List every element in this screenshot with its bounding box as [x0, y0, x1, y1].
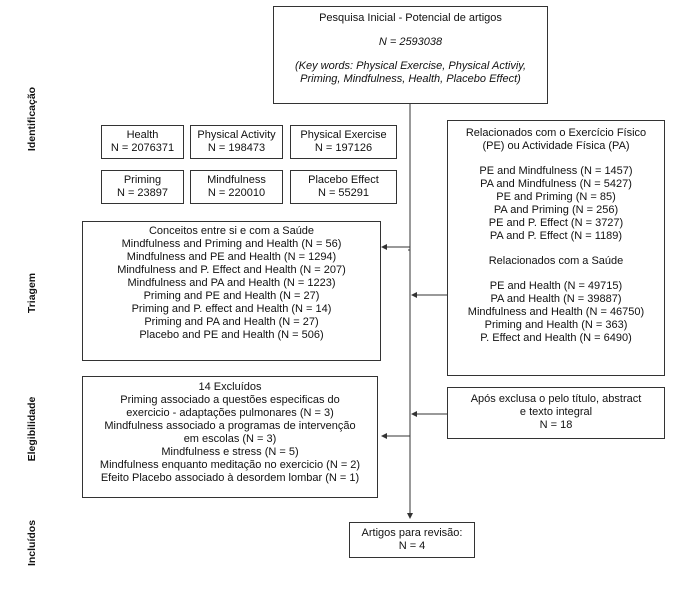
list-item: Mindfulness and Health (N = 46750): [467, 306, 645, 318]
list-item: em escolas (N = 3): [183, 433, 277, 445]
list-item: Mindfulness e stress (N = 5): [161, 446, 299, 458]
term-n: N = 23897: [116, 187, 169, 199]
initial-search-box: Pesquisa Inicial - Potencial de artigos …: [273, 6, 548, 104]
term-box-mindfulness: Mindfulness N = 220010: [190, 170, 283, 204]
included-box: Artigos para revisão: N = 4: [349, 522, 475, 558]
list-item: Placebo and PE and Health (N = 506): [139, 329, 324, 341]
list-item: PA and Priming (N = 256): [493, 204, 619, 216]
initial-search-keywords-1: (Key words: Physical Exercise, Physical …: [294, 60, 527, 72]
after-exclusion-box: Após exclusa o pelo título, abstract e t…: [447, 387, 665, 439]
term-box-physical-activity: Physical Activity N = 198473: [190, 125, 283, 159]
term-name: Mindfulness: [207, 174, 266, 186]
stage-identificacao: Identificação: [26, 86, 38, 152]
stage-elegibilidade: Elegibilidade: [26, 396, 38, 462]
list-item: PE and Priming (N = 85): [496, 191, 616, 203]
list-item: Mindfulness enquanto meditação no exerci…: [99, 459, 361, 471]
related-title-1: Relacionados com o Exercício Físico: [465, 127, 647, 139]
term-box-priming: Priming N = 23897: [101, 170, 184, 204]
term-name: Placebo Effect: [308, 174, 379, 186]
term-name: Health: [126, 129, 159, 141]
list-item: P. Effect and Health (N = 6490): [480, 332, 632, 344]
concepts-box: Conceitos entre si e com a Saúde Mindful…: [82, 221, 381, 361]
initial-search-n: N = 2593038: [378, 36, 443, 48]
term-box-placebo-effect: Placebo Effect N = 55291: [290, 170, 397, 204]
list-item: Efeito Placebo associado à desordem lomb…: [100, 472, 360, 484]
term-box-physical-exercise: Physical Exercise N = 197126: [290, 125, 397, 159]
after-exclusion-line-2: e texto integral: [519, 406, 593, 418]
term-name: Physical Activity: [197, 129, 276, 141]
list-item: Priming and P. effect and Health (N = 14…: [131, 303, 332, 315]
list-item: Mindfulness and P. Effect and Health (N …: [117, 264, 346, 276]
list-item: Priming and PA and Health (N = 27): [144, 316, 319, 328]
term-n: N = 220010: [207, 187, 266, 199]
term-box-health: Health N = 2076371: [101, 125, 184, 159]
after-exclusion-n: N = 18: [539, 419, 573, 431]
list-item: exercicio - adaptações pulmonares (N = 3…: [126, 407, 334, 419]
term-n: N = 198473: [207, 142, 266, 154]
list-item: Mindfulness and Priming and Health (N = …: [121, 238, 342, 250]
list-item: Priming and PE and Health (N = 27): [143, 290, 320, 302]
list-item: Mindfulness and PE and Health (N = 1294): [126, 251, 337, 263]
concepts-title: Conceitos entre si e com a Saúde: [148, 225, 315, 237]
stage-incluidos: Incluídos: [26, 519, 38, 567]
term-n: N = 197126: [314, 142, 373, 154]
related-health-title: Relacionados com a Saúde: [488, 255, 624, 267]
term-n: N = 2076371: [110, 142, 175, 154]
list-item: Mindfulness associado a programas de int…: [104, 420, 356, 432]
included-n: N = 4: [398, 540, 426, 552]
excluded-title: 14 Excluídos: [198, 381, 262, 393]
related-health-list: PE and Health (N = 49715) PA and Health …: [448, 280, 664, 345]
term-name: Physical Exercise: [300, 129, 387, 141]
list-item: PE and P. Effect (N = 3727): [488, 217, 624, 229]
related-title-2: (PE) ou Actividade Física (PA): [482, 140, 630, 152]
initial-search-keywords-2: Priming, Mindfulness, Health, Placebo Ef…: [300, 73, 521, 85]
list-item: PA and Health (N = 39887): [490, 293, 622, 305]
initial-search-title: Pesquisa Inicial - Potencial de artigos: [319, 12, 502, 24]
stage-triagem: Triagem: [26, 272, 38, 314]
after-exclusion-line-1: Após exclusa o pelo título, abstract: [470, 393, 642, 405]
list-item: Mindfulness and PA and Health (N = 1223): [127, 277, 336, 289]
term-n: N = 55291: [317, 187, 370, 199]
list-item: PA and Mindfulness (N = 5427): [480, 178, 632, 190]
list-item: Priming associado a questões especificas…: [120, 394, 340, 406]
related-box: Relacionados com o Exercício Físico (PE)…: [447, 120, 665, 376]
term-name: Priming: [123, 174, 162, 186]
excluded-box: 14 Excluídos Priming associado a questõe…: [82, 376, 378, 498]
included-title: Artigos para revisão:: [361, 527, 463, 539]
list-item: Priming and Health (N = 363): [484, 319, 628, 331]
list-item: PE and Mindfulness (N = 1457): [479, 165, 633, 177]
related-pe-pa-list: PE and Mindfulness (N = 1457) PA and Min…: [448, 165, 664, 243]
list-item: PA and P. Effect (N = 1189): [489, 230, 623, 242]
list-item: PE and Health (N = 49715): [489, 280, 623, 292]
